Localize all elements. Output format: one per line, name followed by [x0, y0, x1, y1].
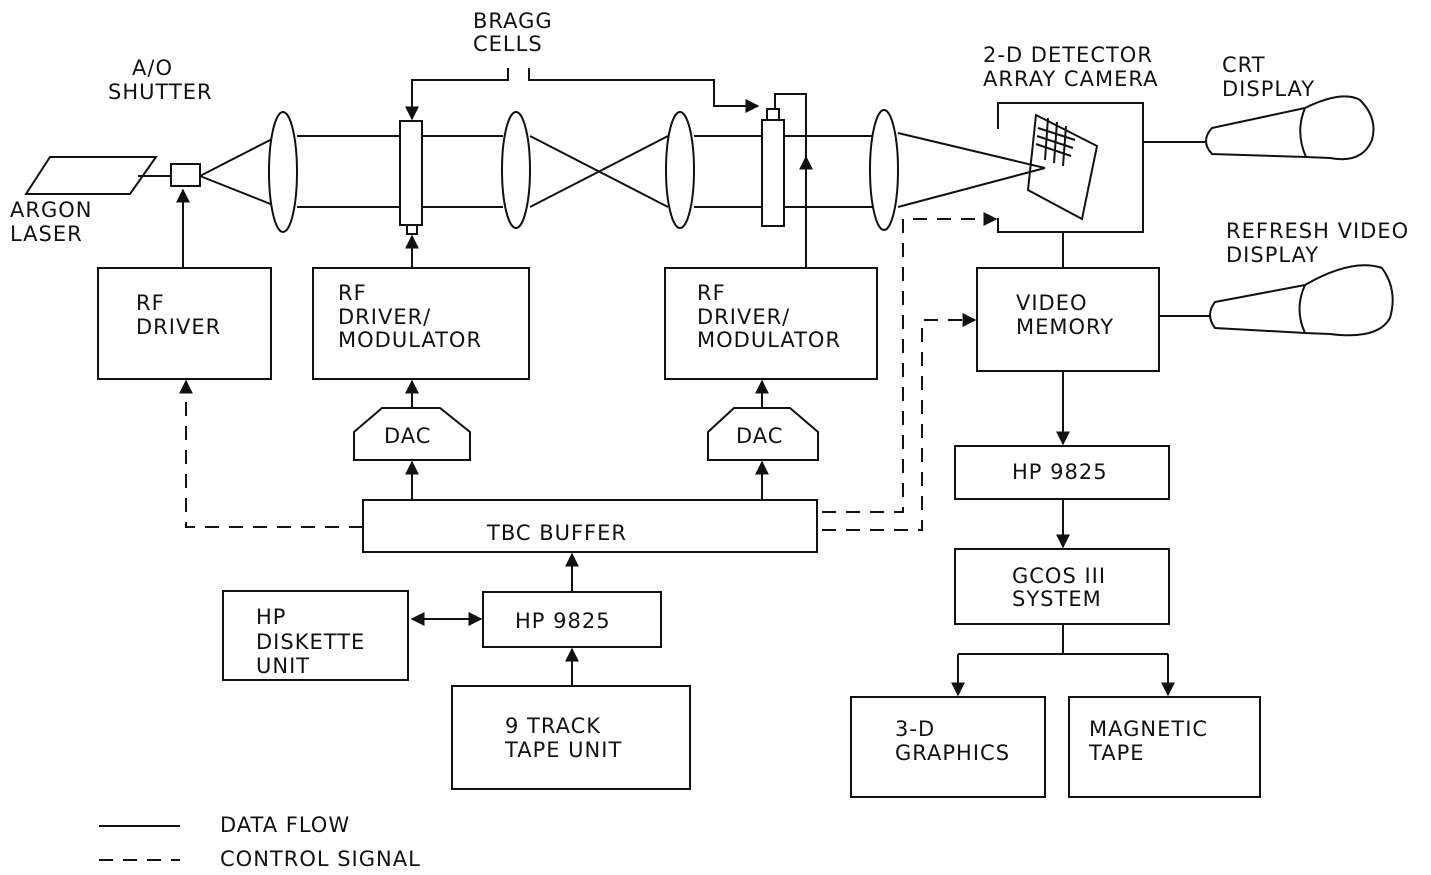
lens-4-icon [869, 109, 899, 231]
tape-unit-label: 9 TRACK TAPE UNIT [504, 714, 622, 762]
bragg-cells-label: BRAGG CELLS [473, 9, 553, 56]
svg-text:DRIVER/: DRIVER/ [697, 305, 790, 329]
svg-text:ARGON: ARGON [10, 198, 92, 222]
dac-1-box [353, 407, 471, 461]
refresh-video-display-icon [1209, 264, 1394, 337]
data-flow-connectors [176, 93, 1175, 697]
rf-modulator-1-label: RF DRIVER/ MODULATOR [338, 281, 482, 352]
graphics-box [850, 696, 1046, 798]
svg-text:BRAGG: BRAGG [473, 9, 553, 33]
argon-laser-label: ARGON LASER [10, 198, 92, 246]
hp-9825-right-label: HP 9825 [1012, 460, 1108, 484]
rf-driver-box [97, 267, 272, 380]
svg-text:MAGNETIC: MAGNETIC [1089, 717, 1208, 741]
svg-text:REFRESH VIDEO: REFRESH VIDEO [1226, 219, 1409, 243]
svg-text:TAPE UNIT: TAPE UNIT [504, 738, 622, 762]
dac-1-label: DAC [384, 424, 431, 448]
detector-array-icon [1026, 113, 1099, 221]
crt-display-label: CRT DISPLAY [1222, 53, 1315, 101]
svg-text:A/O: A/O [132, 56, 173, 80]
svg-text:2-D DETECTOR: 2-D DETECTOR [983, 43, 1153, 67]
svg-text:DRIVER: DRIVER [136, 315, 221, 339]
ao-shutter-label: A/O SHUTTER [108, 56, 213, 104]
svg-text:CRT: CRT [1222, 53, 1266, 77]
svg-text:RF: RF [697, 281, 726, 305]
hp-diskette-box [222, 590, 409, 681]
lens-1-icon [268, 111, 298, 233]
video-memory-box [976, 267, 1160, 372]
svg-text:MODULATOR: MODULATOR [697, 328, 841, 352]
tbc-buffer-box [362, 499, 818, 553]
dac-2-label: DAC [736, 424, 783, 448]
bragg-cell-connectors [405, 68, 760, 121]
gcos-label: GCOS III SYSTEM [1012, 564, 1106, 611]
magnetic-tape-box [1068, 696, 1261, 798]
svg-text:GCOS III: GCOS III [1012, 564, 1106, 588]
detector-camera-label: 2-D DETECTOR ARRAY CAMERA [983, 43, 1158, 91]
legend-control-signal-label: CONTROL SIGNAL [220, 847, 421, 871]
rf-modulator-2-label: RF DRIVER/ MODULATOR [697, 281, 841, 352]
rf-modulator-1-box [312, 267, 530, 380]
tape-unit-box [451, 685, 691, 790]
svg-text:3-D: 3-D [895, 717, 935, 741]
svg-text:HP: HP [256, 605, 286, 629]
svg-text:SHUTTER: SHUTTER [108, 80, 213, 104]
svg-text:MODULATOR: MODULATOR [338, 328, 482, 352]
svg-text:RF: RF [338, 281, 367, 305]
lens-2-icon [501, 111, 531, 229]
svg-text:DISPLAY: DISPLAY [1222, 77, 1315, 101]
lens-3-icon [665, 111, 695, 229]
dac-2-box [707, 407, 819, 461]
gcos-box [954, 548, 1170, 625]
optical-path [24, 95, 1394, 337]
argon-laser-icon [24, 156, 158, 195]
rf-modulator-2-box [664, 267, 878, 380]
bragg-cell-2-icon [761, 119, 785, 227]
svg-text:RF: RF [136, 291, 165, 315]
svg-text:DISKETTE: DISKETTE [256, 630, 365, 654]
svg-text:9 TRACK: 9 TRACK [505, 714, 601, 738]
tbc-buffer-label: TBC BUFFER [486, 521, 627, 545]
detector-grid-icon [1035, 117, 1076, 167]
svg-text:DISPLAY: DISPLAY [1226, 243, 1319, 267]
svg-text:GRAPHICS: GRAPHICS [895, 741, 1010, 765]
bragg-cell-1-icon [399, 120, 423, 226]
svg-text:LASER: LASER [10, 222, 83, 246]
graphics-label: 3-D GRAPHICS [895, 717, 1010, 765]
crt-display-icon [1205, 95, 1375, 161]
ao-shutter-icon [170, 163, 201, 187]
hp-9825-left-box [482, 591, 662, 648]
svg-text:ARRAY CAMERA: ARRAY CAMERA [983, 67, 1158, 91]
refresh-display-label: REFRESH VIDEO DISPLAY [1226, 219, 1409, 267]
svg-text:CELLS: CELLS [473, 32, 543, 56]
rf-driver-label: RF DRIVER [136, 291, 221, 339]
legend: DATA FLOW CONTROL SIGNAL [99, 813, 421, 871]
hp-9825-right-box [954, 445, 1170, 500]
detector-camera-housing [997, 102, 1144, 233]
svg-text:DRIVER/: DRIVER/ [338, 305, 431, 329]
magnetic-tape-label: MAGNETIC TAPE [1088, 717, 1208, 765]
svg-text:VIDEO: VIDEO [1016, 291, 1088, 315]
hp-diskette-label: HP DISKETTE UNIT [256, 605, 365, 678]
legend-data-flow-label: DATA FLOW [220, 813, 350, 837]
hp-9825-left-label: HP 9825 [515, 609, 611, 633]
svg-text:UNIT: UNIT [256, 654, 310, 678]
svg-text:TAPE: TAPE [1088, 741, 1145, 765]
video-memory-label: VIDEO MEMORY [1016, 291, 1114, 339]
svg-text:SYSTEM: SYSTEM [1012, 587, 1102, 611]
svg-text:MEMORY: MEMORY [1016, 315, 1114, 339]
control-signal-connectors [179, 212, 998, 531]
